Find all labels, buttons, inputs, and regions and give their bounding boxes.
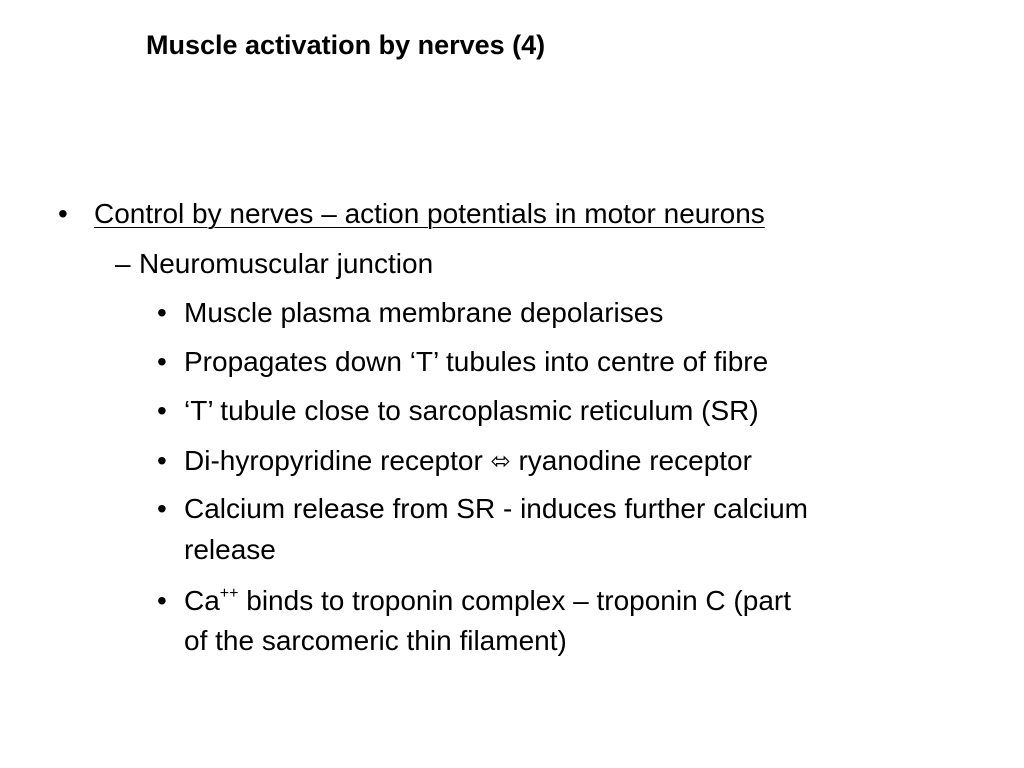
level3-bullet: • — [157, 493, 167, 524]
double-arrow-icon: ⬄ — [490, 448, 511, 475]
level3-bullet: • — [157, 585, 167, 616]
level1-bullet: • — [58, 198, 68, 229]
list-item: Propagates down ‘T’ tubules into centre … — [184, 346, 769, 377]
list-item: Muscle plasma membrane depolarises — [184, 297, 664, 328]
list-item: Ca++ binds to troponin complex – troponi… — [184, 581, 791, 621]
level1-text: Control by nerves – action potentials in… — [94, 198, 765, 229]
list-item: Calcium release from SR - induces furthe… — [184, 493, 808, 524]
level3-bullet: • — [157, 445, 167, 476]
calcium-symbol: Ca — [184, 585, 220, 616]
list-item: Di-hyropyridine receptor ⬄ ryanodine rec… — [184, 441, 752, 482]
level2-dash: – — [115, 248, 131, 279]
calcium-charge: ++ — [219, 585, 239, 602]
level3-bullet: • — [157, 346, 167, 377]
list-item-continuation: of the sarcomeric thin filament) — [184, 625, 567, 656]
level3-bullet: • — [157, 297, 167, 328]
list-item-text: Di-hyropyridine receptor — [184, 445, 491, 476]
slide-title: Muscle activation by nerves (4) — [146, 30, 546, 60]
list-item: ‘T’ tubule close to sarcoplasmic reticul… — [184, 395, 759, 426]
level3-bullet: • — [157, 395, 167, 426]
list-item-text: ryanodine receptor — [510, 445, 752, 476]
list-item-text: binds to troponin complex – troponin C (… — [238, 585, 792, 616]
level2-text: Neuromuscular junction — [139, 248, 434, 279]
list-item-continuation: release — [184, 534, 276, 565]
